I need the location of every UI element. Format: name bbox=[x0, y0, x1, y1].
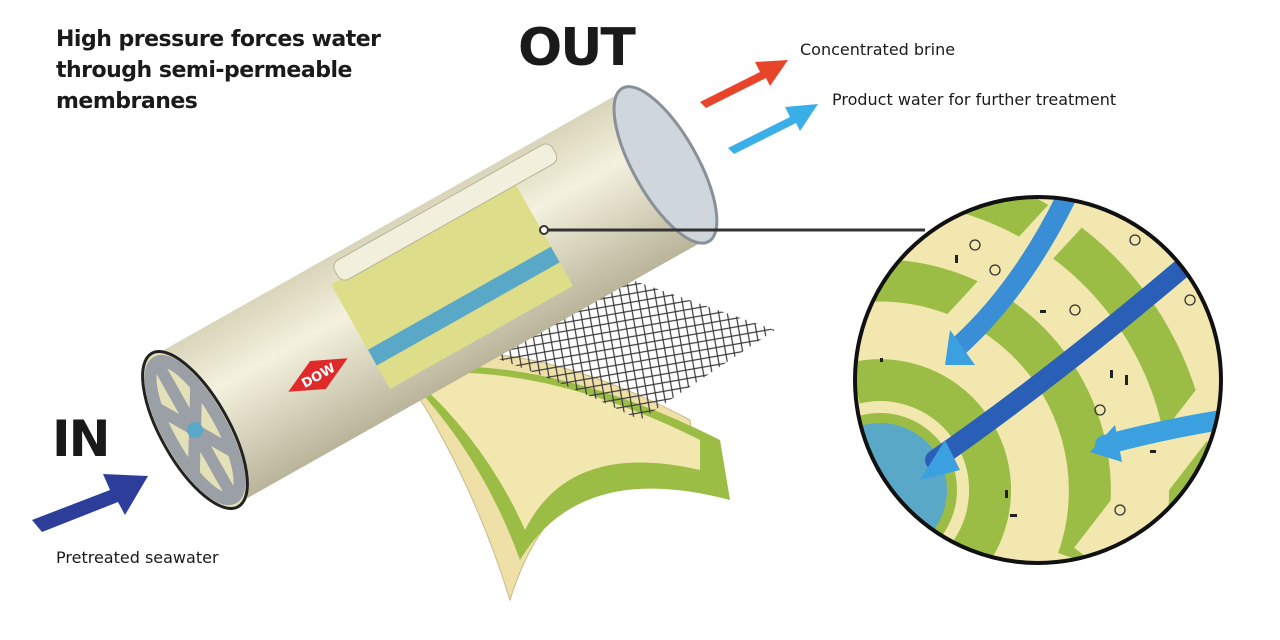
product-water-arrow bbox=[728, 104, 818, 154]
in-label: IN bbox=[52, 410, 110, 468]
callout-dot bbox=[539, 225, 549, 235]
permeate-channel bbox=[855, 413, 957, 563]
brine-arrow bbox=[700, 60, 788, 108]
outlet-end-cap bbox=[612, 85, 719, 245]
out-label: OUT bbox=[518, 18, 636, 78]
product-water-label: Product water for further treatment bbox=[832, 90, 1117, 109]
magnified-membrane-detail bbox=[855, 197, 1221, 563]
pretreated-seawater-label: Pretreated seawater bbox=[56, 548, 219, 567]
magnifier-outline bbox=[853, 195, 1223, 565]
concentrated-brine-label: Concentrated brine bbox=[800, 40, 956, 59]
membrane-cylinder bbox=[141, 85, 719, 510]
permeate-tube bbox=[367, 246, 560, 366]
headline: High pressure forces water through semi-… bbox=[56, 27, 381, 114]
inflow-arrow bbox=[32, 474, 148, 532]
